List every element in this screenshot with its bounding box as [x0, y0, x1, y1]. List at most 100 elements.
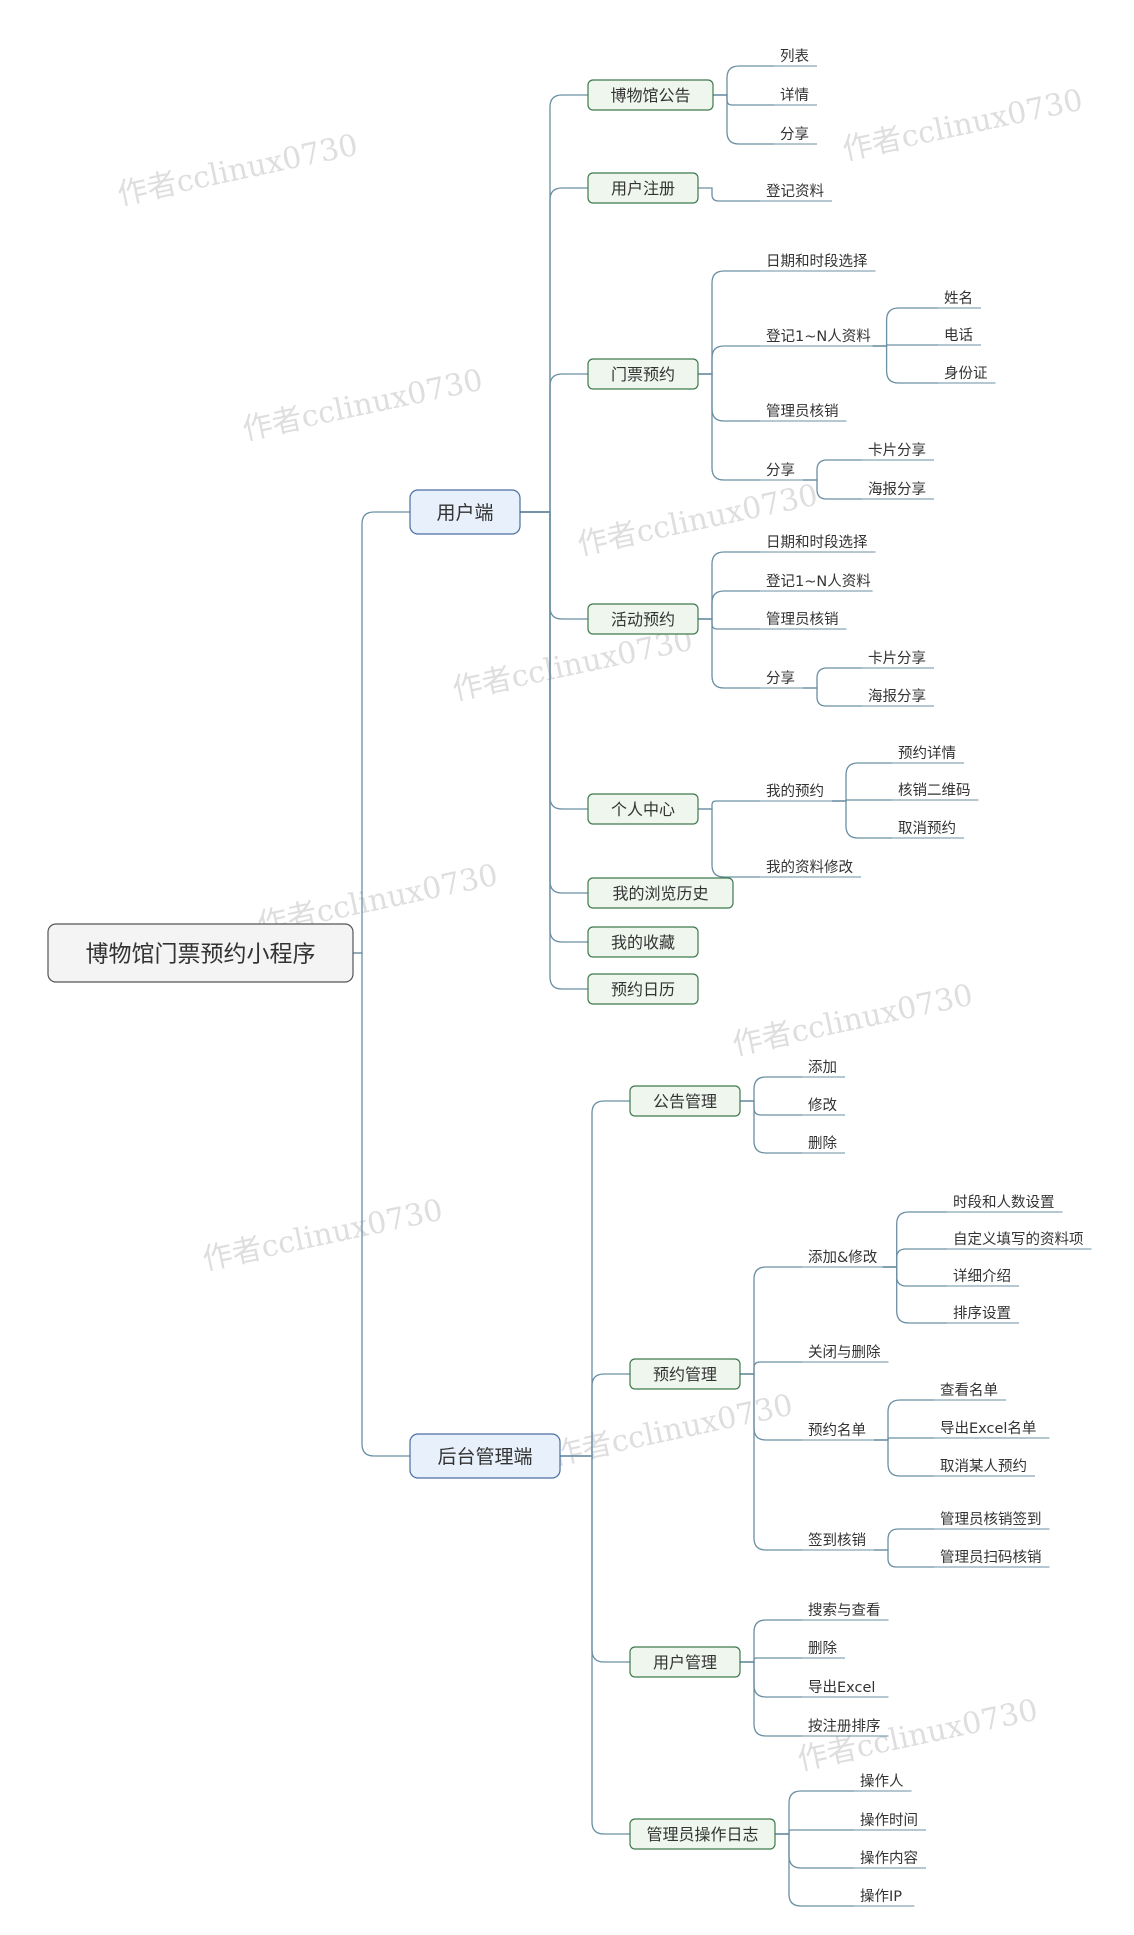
- topic-node[interactable]: 管理员操作日志: [629, 1818, 776, 1850]
- leaf-item[interactable]: 详情: [774, 87, 817, 106]
- topic-node[interactable]: 个人中心: [587, 793, 699, 825]
- leaf-item[interactable]: 登记1~N人资料: [760, 328, 873, 347]
- topic-node[interactable]: 活动预约: [587, 603, 699, 635]
- leaf-item[interactable]: 按注册排序: [802, 1718, 889, 1737]
- branch-label: 用户端: [436, 502, 493, 524]
- leaf-item[interactable]: 导出Excel: [802, 1679, 889, 1698]
- leaf-item[interactable]: 预约详情: [892, 745, 964, 764]
- leaf-label: 取消某人预约: [940, 1458, 1027, 1475]
- leaf-item[interactable]: 搜索与查看: [802, 1602, 889, 1621]
- leaf-item[interactable]: 登记资料: [760, 183, 832, 202]
- leaf-item[interactable]: 核销二维码: [892, 782, 979, 801]
- leaf-item[interactable]: 时段和人数设置: [947, 1194, 1063, 1213]
- leaf-label: 分享: [766, 462, 795, 479]
- leaf-item[interactable]: 删除: [802, 1135, 845, 1154]
- topic-node[interactable]: 博物馆公告: [587, 79, 714, 111]
- topic-node[interactable]: 公告管理: [629, 1085, 741, 1117]
- connector-line: [882, 1266, 947, 1287]
- leaf-item[interactable]: 操作人: [854, 1773, 912, 1792]
- connector-line: [698, 618, 760, 630]
- topic-label: 预约日历: [611, 980, 675, 999]
- connector-line: [872, 307, 938, 347]
- topic-node[interactable]: 我的收藏: [587, 926, 699, 958]
- branch-node[interactable]: 后台管理端: [409, 1433, 561, 1479]
- leaf-label: 操作人: [860, 1773, 904, 1790]
- topic-node[interactable]: 预约日历: [587, 973, 699, 1005]
- leaf-item[interactable]: 查看名单: [934, 1382, 1006, 1401]
- leaf-label: 海报分享: [868, 481, 926, 498]
- leaf-item[interactable]: 我的预约: [760, 783, 832, 802]
- topic-node[interactable]: 我的浏览历史: [587, 877, 734, 909]
- branch-node[interactable]: 用户端: [409, 489, 521, 535]
- leaf-item[interactable]: 导出Excel名单: [934, 1420, 1050, 1439]
- topic-node[interactable]: 预约管理: [629, 1358, 741, 1390]
- branch-box: [409, 489, 521, 535]
- leaf-label: 管理员核销签到: [940, 1511, 1042, 1528]
- topic-label: 预约管理: [653, 1365, 717, 1384]
- leaf-item[interactable]: 电话: [938, 327, 981, 346]
- topic-node[interactable]: 用户管理: [629, 1646, 741, 1678]
- leaf-item[interactable]: 管理员核销: [760, 611, 847, 630]
- root-node[interactable]: 博物馆门票预约小程序: [47, 923, 354, 983]
- topic-label: 公告管理: [653, 1092, 717, 1111]
- leaf-item[interactable]: 管理员扫码核销: [934, 1549, 1050, 1568]
- topic-node[interactable]: 门票预约: [587, 358, 699, 390]
- leaf-label: 预约名单: [808, 1422, 866, 1439]
- watermark-text: 作者cclinux0730: [449, 623, 696, 708]
- leaf-item[interactable]: 添加: [802, 1059, 845, 1078]
- leaf-item[interactable]: 分享: [760, 670, 803, 689]
- watermark-text: 作者cclinux0730: [114, 128, 361, 213]
- leaf-item[interactable]: 取消某人预约: [934, 1458, 1035, 1477]
- leaf-item[interactable]: 操作IP: [854, 1888, 915, 1907]
- leaf-item[interactable]: 管理员核销签到: [934, 1511, 1050, 1530]
- leaf-item[interactable]: 操作内容: [854, 1850, 926, 1869]
- connector-line: [775, 1790, 854, 1835]
- leaf-item[interactable]: 日期和时段选择: [760, 534, 876, 553]
- topic-box: [587, 603, 699, 635]
- leaf-item[interactable]: 卡片分享: [862, 650, 934, 669]
- leaf-item[interactable]: 详细介绍: [947, 1268, 1019, 1287]
- leaf-label: 操作IP: [860, 1888, 902, 1905]
- leaf-item[interactable]: 日期和时段选择: [760, 253, 876, 272]
- leaf-item[interactable]: 登记1~N人资料: [760, 573, 873, 592]
- connector-line: [882, 1266, 947, 1324]
- leaf-item[interactable]: 海报分享: [862, 688, 934, 707]
- leaf-item[interactable]: 取消预约: [892, 820, 964, 839]
- leaf-item[interactable]: 修改: [802, 1097, 845, 1116]
- connector-line: [353, 511, 410, 954]
- connector-line: [803, 687, 862, 707]
- topic-box: [629, 1818, 776, 1850]
- leaf-label: 删除: [808, 1135, 837, 1152]
- leaf-item[interactable]: 添加&修改: [802, 1249, 883, 1268]
- leaf-item[interactable]: 分享: [760, 462, 803, 481]
- leaf-label: 分享: [780, 126, 809, 143]
- leaf-label: 核销二维码: [898, 782, 971, 799]
- leaf-item[interactable]: 卡片分享: [862, 442, 934, 461]
- leaf-item[interactable]: 排序设置: [947, 1305, 1019, 1324]
- topic-node[interactable]: 用户注册: [587, 172, 699, 204]
- connector-line: [698, 373, 760, 422]
- leaf-item[interactable]: 姓名: [938, 290, 981, 309]
- leaf-item[interactable]: 签到核销: [802, 1532, 874, 1551]
- leaf-item[interactable]: 删除: [802, 1640, 845, 1659]
- leaf-item[interactable]: 分享: [774, 126, 817, 145]
- leaf-label: 电话: [944, 327, 973, 344]
- leaf-label: 签到核销: [808, 1532, 866, 1549]
- leaf-label: 操作内容: [860, 1850, 918, 1867]
- topic-label: 我的收藏: [611, 933, 675, 952]
- connector-line: [520, 373, 588, 513]
- leaf-item[interactable]: 我的资料修改: [760, 859, 861, 878]
- topic-label: 用户注册: [611, 179, 675, 198]
- leaf-item[interactable]: 海报分享: [862, 481, 934, 500]
- mindmap-nodes: 博物馆门票预约小程序用户端后台管理端博物馆公告用户注册门票预约活动预约个人中心我…: [47, 48, 1092, 1907]
- leaf-item[interactable]: 预约名单: [802, 1422, 874, 1441]
- leaf-item[interactable]: 操作时间: [854, 1812, 926, 1831]
- leaf-item[interactable]: 自定义填写的资料项: [947, 1231, 1092, 1250]
- leaf-label: 姓名: [944, 290, 973, 307]
- connector-line: [740, 1100, 802, 1154]
- leaf-label: 日期和时段选择: [766, 534, 868, 551]
- leaf-item[interactable]: 身份证: [938, 365, 996, 384]
- leaf-item[interactable]: 管理员核销: [760, 403, 847, 422]
- leaf-item[interactable]: 列表: [774, 48, 817, 67]
- leaf-item[interactable]: 关闭与删除: [802, 1344, 889, 1363]
